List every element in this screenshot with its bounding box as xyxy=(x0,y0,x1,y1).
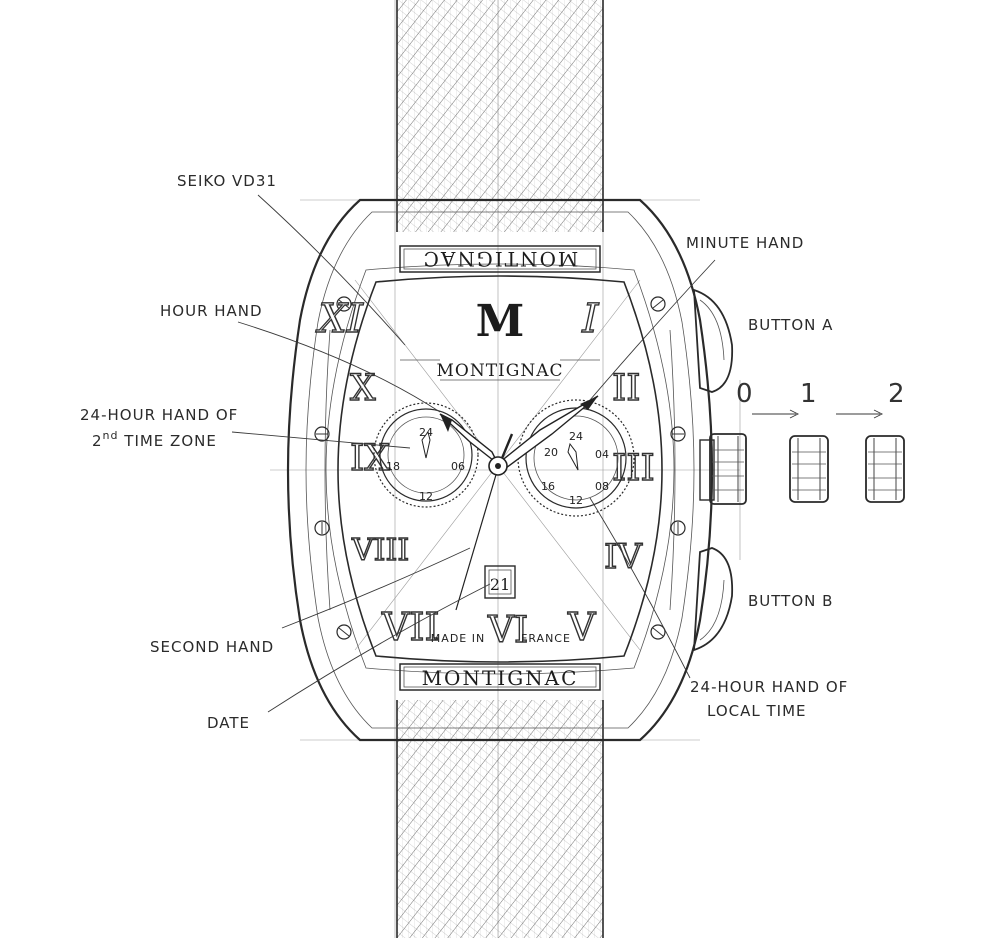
left-subdial-24: 24 xyxy=(419,426,433,439)
date-value: 21 xyxy=(490,575,510,594)
label-tz2-num: 2 xyxy=(92,432,103,450)
screw-icon xyxy=(650,296,666,312)
label-movement: SEIKO VD31 xyxy=(177,172,277,190)
bezel-top-text: MONTIGNAC xyxy=(422,247,579,271)
label-button-b: BUTTON B xyxy=(748,592,833,610)
right-subdial-04: 04 xyxy=(595,448,609,461)
right-subdial-08: 08 xyxy=(595,480,609,493)
screw-icon xyxy=(314,520,330,536)
screw-icon xyxy=(314,426,330,442)
arrow-right-icon xyxy=(836,409,884,419)
crown-position-1 xyxy=(789,435,829,503)
bezel-screws xyxy=(314,296,686,640)
bezel-bottom-plate: MONTIGNAC xyxy=(399,663,601,691)
bottom-strap xyxy=(396,700,604,938)
label-tz2-line1: 24-HOUR HAND OF xyxy=(80,406,238,424)
label-minute-hand: MINUTE HAND xyxy=(686,234,804,252)
arrow-right-icon xyxy=(752,409,800,419)
label-date: DATE xyxy=(207,714,250,732)
label-hour-hand: HOUR HAND xyxy=(160,302,263,320)
screw-icon xyxy=(336,624,352,640)
screw-icon xyxy=(670,426,686,442)
left-subdial: 24 18 06 12 xyxy=(373,402,479,508)
screw-icon xyxy=(670,520,686,536)
numeral-viii: VIII xyxy=(351,533,409,568)
top-strap xyxy=(396,0,604,232)
label-second-hand: SECOND HAND xyxy=(150,638,274,656)
right-subdial-16: 16 xyxy=(541,480,555,493)
label-button-a: BUTTON A xyxy=(748,316,833,334)
center-pinion xyxy=(488,456,508,476)
crown-position-0 xyxy=(699,433,747,505)
numeral-xi: XI xyxy=(313,294,367,341)
right-subdial-12: 12 xyxy=(569,494,583,507)
button-b-pusher xyxy=(693,547,734,652)
numeral-v: V xyxy=(567,605,596,649)
crown-position-2-label: 2 xyxy=(888,379,905,409)
bezel-top-plate: MONTIGNAC xyxy=(399,245,601,273)
right-subdial-20: 20 xyxy=(544,446,558,459)
button-a-pusher xyxy=(693,288,734,393)
numeral-iv: IV xyxy=(604,537,643,577)
right-subdial: 24 20 04 16 08 12 xyxy=(517,399,635,517)
left-subdial-12: 12 xyxy=(419,490,433,503)
screw-icon xyxy=(650,624,666,640)
numeral-ii: II xyxy=(612,368,640,409)
dial-logo: M xyxy=(476,296,525,347)
numeral-vi: VI xyxy=(487,610,528,651)
crown-position-2 xyxy=(865,435,905,503)
made-in-text: MADE IN xyxy=(431,632,485,645)
label-tz2-rest: TIME ZONE xyxy=(119,432,217,450)
right-subdial-24: 24 xyxy=(569,430,583,443)
left-subdial-hand xyxy=(421,430,431,459)
date-window: 21 xyxy=(484,565,516,599)
country-text: FRANCE xyxy=(521,632,571,645)
hour-hand xyxy=(439,413,499,465)
watch-case xyxy=(286,198,714,742)
leader-lines xyxy=(231,194,716,713)
label-tz2-sup: nd xyxy=(103,429,119,442)
left-subdial-06: 06 xyxy=(451,460,465,473)
label-tz2-line2: 2nd TIME ZONE xyxy=(92,429,217,450)
dial-brand: MONTIGNAC xyxy=(436,361,563,381)
screw-icon xyxy=(336,296,352,312)
label-local-line1: 24-HOUR HAND OF xyxy=(690,678,848,696)
crown-position-1-label: 1 xyxy=(800,379,817,409)
numeral-i: I xyxy=(577,294,603,341)
left-subdial-18: 18 xyxy=(386,460,400,473)
roman-numerals: XI I X IX VIII VII VI V IV III II xyxy=(313,294,656,652)
bezel-bottom-text: MONTIGNAC xyxy=(422,666,579,690)
right-subdial-hand xyxy=(567,442,579,471)
crown-position-0-label: 0 xyxy=(736,379,753,409)
numeral-iii: III xyxy=(612,448,655,489)
label-local-line2: LOCAL TIME xyxy=(707,702,807,720)
